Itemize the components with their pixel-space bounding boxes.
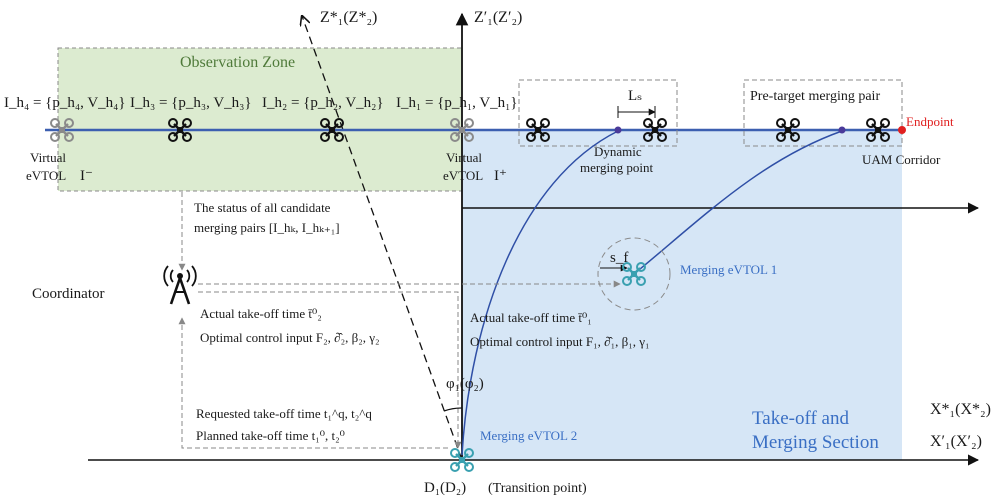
merging-section bbox=[462, 130, 902, 460]
status-label-line2: merging pairs [I_hₖ, I_hₖ₊₁] bbox=[194, 220, 340, 235]
phi-angle-arc bbox=[443, 407, 463, 412]
coordinator-label: Coordinator bbox=[32, 286, 105, 302]
requested-takeoff: Requested take-off time t₁^q, t₂^q bbox=[196, 406, 372, 421]
trajectory-evtol-2 bbox=[461, 130, 619, 456]
actual-takeoff-1: Actual take-off time t̄⁰₁ bbox=[470, 310, 592, 325]
sf-label: s_f bbox=[610, 250, 628, 266]
dynamic-merging-point-line2: merging point bbox=[580, 160, 653, 175]
actual-takeoff-2: Actual take-off time t̄⁰₂ bbox=[200, 306, 322, 321]
observation-zone bbox=[57, 47, 463, 192]
pre-target-label: Pre-target merging pair bbox=[750, 89, 880, 104]
uam-corridor-label: UAM Corridor bbox=[862, 152, 941, 167]
transition-symbol: D₁(D₂) bbox=[424, 480, 466, 496]
z-prime-label: Z′₁(Z′₂) bbox=[474, 9, 522, 26]
virtual-evtol-left-line1: Virtual bbox=[30, 150, 66, 165]
merging-section-title-line2: Merging Section bbox=[752, 432, 879, 453]
merging-evtol-2-label: Merging eVTOL 2 bbox=[480, 428, 577, 443]
z-star-label: Z*₁(Z*₂) bbox=[320, 9, 377, 26]
x-prime-label: X′₁(X′₂) bbox=[930, 433, 982, 450]
i-plus-label: I⁺ bbox=[494, 168, 507, 184]
x-star-label: X*₁(X*₂) bbox=[930, 401, 991, 418]
merging-evtol-1-label: Merging eVTOL 1 bbox=[680, 262, 777, 277]
pre-target-merging-point bbox=[838, 126, 846, 134]
endpoint-dot-icon bbox=[898, 126, 906, 134]
dynamic-merging-point-line1: Dynamic bbox=[594, 144, 642, 159]
virtual-evtol-right-line1: Virtual bbox=[446, 150, 482, 165]
info-set-h3: I_h₃ = {p_h₃, V_h₃} bbox=[130, 95, 252, 111]
phi-label: φ₁(φ₂) bbox=[446, 376, 484, 392]
request-link bbox=[178, 317, 448, 449]
merging-section-title-line1: Take-off and bbox=[752, 408, 849, 429]
optimal-control-2: Optimal control input F₂, ∂̂₂, β₂, γ₂ bbox=[200, 330, 380, 345]
status-label-line1: The status of all candidate bbox=[194, 200, 331, 215]
coordinator-to-evtol-2 bbox=[198, 291, 462, 449]
dynamic-merging-point bbox=[614, 126, 622, 134]
info-set-h1: I_h₁ = {p_h₁, V_h₁} bbox=[396, 95, 518, 111]
ls-label: Lₛ bbox=[628, 88, 642, 104]
planned-takeoff: Planned take-off time t₁⁰, t₂⁰ bbox=[196, 428, 345, 443]
virtual-evtol-right-line2: eVTOL bbox=[443, 168, 483, 183]
info-set-h2: I_h₂ = {p_h₂, V_h₂} bbox=[262, 95, 384, 111]
info-set-h4: I_h₄ = {p_h₄, V_h₄} bbox=[4, 95, 126, 111]
optimal-control-1: Optimal control input F₁, ∂̂₁, β₁, γ₁ bbox=[470, 334, 650, 349]
virtual-evtol-left-line2: eVTOL bbox=[26, 168, 66, 183]
safety-radius-circle bbox=[597, 237, 671, 311]
transition-text: (Transition point) bbox=[488, 481, 587, 496]
i-minus-label: I⁻ bbox=[80, 168, 93, 184]
trajectory-evtol-1 bbox=[633, 130, 843, 275]
endpoint-label: Endpoint bbox=[906, 114, 954, 129]
observation-zone-title: Observation Zone bbox=[180, 54, 295, 71]
z-star-axis bbox=[302, 16, 463, 461]
radio-tower-icon bbox=[163, 265, 197, 305]
